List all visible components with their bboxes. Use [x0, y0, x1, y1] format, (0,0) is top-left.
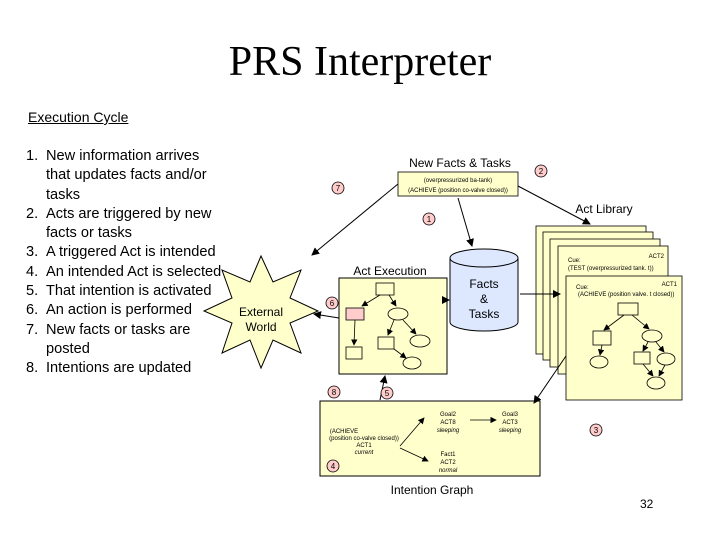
act1-graph: [589, 302, 676, 390]
goal2-intention: Goal2: [440, 412, 457, 418]
act1-name: ACT1: [662, 282, 678, 288]
step-marker-label: 6: [330, 299, 335, 308]
goal2-intention: sleeping: [437, 428, 460, 434]
fact1-intention: Fact1: [440, 452, 456, 458]
step-item: 7.New facts or tasks are posted: [26, 321, 191, 357]
current-intention: (ACHIEVE: [330, 429, 358, 435]
facts-tasks-label: Tasks: [469, 307, 500, 321]
execution-steps-list: 1.New information arrives that updates f…: [26, 147, 226, 379]
step-item: 4.An intended Act is selected: [26, 263, 222, 280]
facts-tasks-database-top: [449, 248, 519, 268]
step-item: 1.New information arrives that updates f…: [26, 148, 207, 203]
act-execution-label: Act Execution: [353, 264, 426, 278]
step-item: 3.A triggered Act is intended: [26, 244, 216, 261]
facts-tasks-label: &: [480, 292, 488, 306]
external-world-label: External: [239, 305, 283, 319]
act2-name: ACT2: [649, 254, 665, 260]
step-item: 2.Acts are triggered by new facts or tas…: [26, 205, 212, 242]
act2-cue: (TEST (overpressurized tank. t)): [568, 266, 654, 272]
step-marker-label: 3: [594, 426, 599, 435]
step-marker-label: 4: [331, 462, 336, 471]
goal2-intention: ACT8: [440, 420, 456, 426]
fact1-intention: normal: [439, 468, 458, 474]
step-marker-label: 2: [539, 167, 544, 176]
act2-cue-label: Cue:: [568, 258, 581, 264]
act1-cue: (ACHIEVE (position valve. t closed)): [578, 292, 674, 298]
current-intention: ACT1: [356, 443, 372, 449]
step-marker-label: 5: [385, 389, 390, 398]
step-marker-label: 8: [332, 388, 337, 397]
intention-graph-box: [319, 400, 541, 477]
slide-title: PRS Interpreter: [228, 39, 492, 85]
act-execution-graph: [345, 282, 431, 370]
external-world-star: [202, 254, 320, 370]
slide-number: 32: [640, 497, 654, 511]
intention-graph-label: Intention Graph: [391, 483, 474, 497]
facts-tasks-database: [449, 258, 519, 332]
fact1-intention: ACT2: [440, 460, 456, 466]
goal3-intention: sleeping: [499, 428, 522, 434]
act-library-label: Act Library: [575, 202, 632, 216]
incoming-fact: (overpressurized ba-tank): [424, 178, 492, 184]
facts-tasks-label: Facts: [469, 277, 498, 291]
incoming-goal: (ACHIEVE (position co-valve closed)): [408, 188, 508, 194]
act1-cue-label: Cue:: [576, 285, 589, 291]
step-marker-label: 7: [336, 184, 341, 193]
incoming-facts-box: [397, 171, 519, 197]
step-item: 5.That intention is activated: [26, 283, 212, 300]
current-intention: current: [355, 450, 374, 456]
current-intention: (position co-valve closed)): [329, 436, 399, 442]
step-marker-label: 1: [427, 215, 432, 224]
section-subtitle: Execution Cycle: [28, 109, 129, 125]
step-markers: [325, 164, 603, 473]
goal3-intention: ACT3: [502, 420, 518, 426]
step-item: 6.An action is performed: [26, 302, 193, 319]
external-world-label: World: [245, 320, 276, 334]
new-facts-tasks-label: New Facts & Tasks: [409, 156, 511, 170]
step-item: 8.Intentions are updated: [26, 360, 192, 377]
goal3-intention: Goal3: [502, 412, 519, 418]
